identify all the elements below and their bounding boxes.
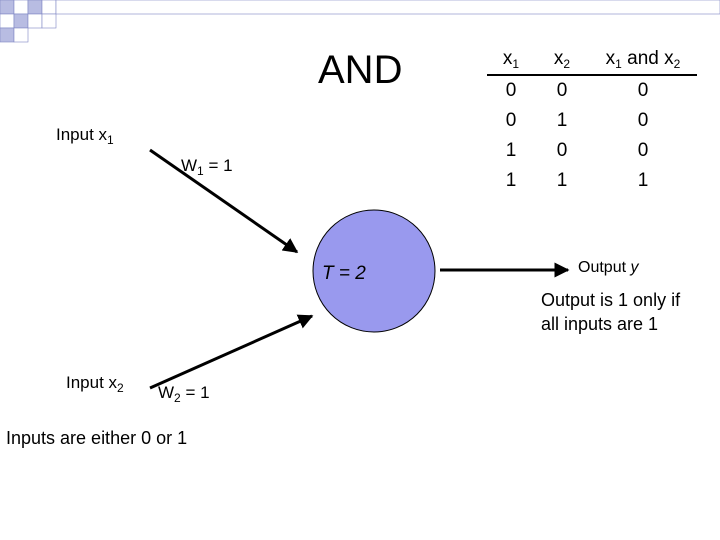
truth-table-header-x1: x1: [487, 44, 535, 76]
output-note-line1: Output is 1 only if: [541, 290, 681, 310]
input-x1-subscript: 1: [107, 133, 114, 147]
header-sub: 2: [563, 56, 571, 71]
weight-w1-text: W: [181, 156, 198, 175]
table-row: 0 0 0: [487, 75, 697, 106]
weight-w1-label: W1 = 1: [181, 156, 233, 178]
deco-square: [13, 27, 29, 43]
table-cell: 0: [505, 80, 517, 101]
table-cell: 1: [637, 170, 649, 191]
header-base: x: [605, 47, 616, 69]
header-sub2: 2: [673, 56, 681, 71]
header-rest: and x: [621, 47, 674, 69]
table-cell: 1: [505, 140, 517, 161]
weight-w1-value: = 1: [203, 156, 233, 175]
output-label: Output y: [578, 259, 638, 277]
deco-square: [27, 0, 43, 15]
output-label-text: Output: [578, 259, 631, 276]
deco-bar: [55, 0, 720, 15]
table-row: 0 1 0: [487, 106, 697, 136]
weight-w2-label: W2 = 1: [158, 383, 210, 405]
weight-w2-text: W: [158, 383, 175, 402]
deco-square: [13, 13, 29, 29]
title: AND: [318, 48, 403, 92]
deco-square: [41, 0, 57, 15]
header-base: x: [502, 47, 513, 69]
table-cell: 1: [556, 110, 568, 131]
weight-w1-subscript: 1: [197, 164, 204, 178]
table-row: 1 1 1: [487, 166, 697, 196]
deco-square: [13, 0, 29, 15]
inputs-footnote: Inputs are either 0 or 1: [6, 428, 188, 448]
deco-square: [0, 0, 15, 15]
table-row: 1 0 0: [487, 136, 697, 166]
input-x2-subscript: 2: [117, 381, 124, 395]
input-x1-label: Input x1: [56, 125, 114, 147]
truth-table-header-x2: x2: [535, 44, 589, 76]
table-cell: 0: [505, 110, 517, 131]
deco-square: [27, 13, 43, 29]
output-note: Output is 1 only if all inputs are 1: [541, 288, 680, 336]
truth-table-header-row: x1 x2 x1 and x2: [487, 44, 697, 76]
header-sub: 1: [615, 56, 622, 71]
table-cell: 0: [556, 140, 568, 161]
truth-table-header-and: x1 and x2: [589, 44, 697, 76]
table-cell: 0: [637, 80, 649, 101]
table-cell: 0: [556, 80, 568, 101]
header-base: x: [553, 47, 564, 69]
input-x2-arrow: [149, 314, 314, 390]
input-x2-text: Input x: [66, 373, 118, 392]
input-x1-arrow: [149, 148, 299, 254]
output-label-var: y: [630, 259, 639, 276]
input-x2-label: Input x2: [66, 373, 124, 395]
truth-table: x1 x2 x1 and x2 0 0 0 0 1 0 1 0 0 1 1 1: [487, 44, 697, 196]
weight-w2-subscript: 2: [174, 391, 181, 405]
header-sub: 1: [512, 56, 520, 71]
output-note-line2: all inputs are 1: [541, 314, 659, 334]
input-x1-text: Input x: [56, 125, 108, 144]
deco-square: [0, 13, 15, 29]
table-cell: 1: [556, 170, 568, 191]
deco-square: [0, 27, 15, 43]
table-cell: 1: [505, 170, 517, 191]
threshold-label: T = 2: [322, 263, 366, 284]
table-cell: 0: [637, 140, 649, 161]
corner-decoration: [0, 0, 720, 43]
neuron-circle: [312, 209, 436, 333]
weight-w2-value: = 1: [180, 383, 210, 402]
table-cell: 0: [637, 110, 649, 131]
deco-square: [41, 13, 57, 29]
